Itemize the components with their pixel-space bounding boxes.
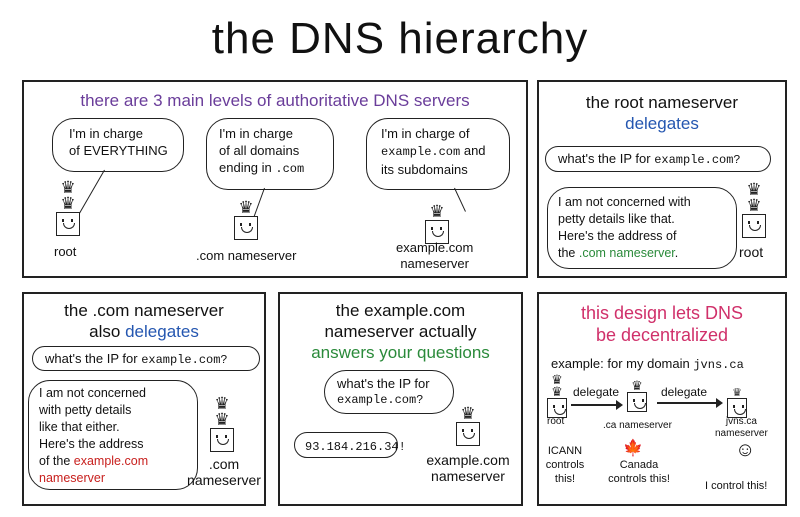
- label-root: root: [547, 416, 565, 427]
- label-root: root: [54, 244, 77, 259]
- root-server-character: ♛♛: [56, 178, 80, 236]
- smiley-face-icon: [425, 220, 449, 244]
- speech-bubble-example: I'm in charge of example.com and its sub…: [366, 118, 510, 190]
- panel-heading: the root nameserver delegates: [585, 93, 739, 133]
- arrow-label-delegate: delegate: [573, 385, 620, 399]
- smiley-face-icon: [627, 392, 647, 412]
- smiley-face-icon: [56, 212, 80, 236]
- label-example-nameserver: example.com nameserver: [396, 240, 474, 271]
- label-com-nameserver: .com nameserver: [187, 456, 261, 488]
- delegate-arrow: [657, 398, 723, 407]
- speech-bubble-com: I'm in charge of all domains ending in .…: [206, 118, 334, 190]
- crown-icon: ♛: [732, 387, 742, 399]
- smiley-face-icon: [727, 398, 747, 418]
- icann-controls-label: ICANN controls this!: [545, 445, 585, 485]
- panel-levels: there are 3 main levels of authoritative…: [22, 80, 528, 278]
- com-server-character: ♛♛: [210, 394, 234, 452]
- panel-heading: this design lets DNS be decentralized: [580, 303, 744, 345]
- panel-heading: the .com nameserver also delegates: [64, 301, 224, 341]
- panel-example-answers: the example.com nameserver actually answ…: [278, 292, 523, 506]
- crown-icon: ♛: [429, 202, 445, 221]
- crown-icon: ♛: [460, 404, 476, 423]
- i-control-label: I control this!: [705, 480, 768, 492]
- crown-icon: ♛: [631, 378, 643, 393]
- page-title: the DNS hierarchy: [211, 14, 589, 63]
- ca-server-character: ♛: [627, 378, 647, 412]
- canada-controls-label: Canada controls this!: [608, 459, 670, 485]
- example-caption: example: for my domain jvns.ca: [551, 356, 744, 372]
- label-root: root: [739, 244, 764, 260]
- smiley-face-icon: [742, 214, 766, 238]
- crown-icon: ♛♛: [60, 178, 76, 213]
- com-server-character: ♛: [234, 198, 258, 240]
- answer-bubble: 93.184.216.34!: [294, 432, 406, 458]
- question-bubble: what's the IP for example.com?: [324, 370, 454, 414]
- smiley-face-icon: [456, 422, 480, 446]
- crown-icon: ♛♛: [214, 394, 230, 429]
- maple-leaf-icon: 🍁: [623, 440, 643, 457]
- crown-icon: ♛: [238, 198, 254, 217]
- root-server-character: ♛♛: [742, 180, 766, 238]
- question-bubble: what's the IP for example.com?: [32, 346, 260, 371]
- delegate-arrow: [571, 400, 623, 409]
- label-example-nameserver: example.com nameserver: [426, 452, 510, 484]
- example-server-character: ♛: [425, 202, 449, 244]
- smiley-face-icon: [547, 398, 567, 418]
- panel-root-delegates: the root nameserver delegates what's the…: [537, 80, 787, 278]
- panel-heading: there are 3 main levels of authoritative…: [80, 91, 470, 110]
- panel-heading: the example.com nameserver actually answ…: [311, 301, 490, 362]
- label-jvns-nameserver: jvns.ca nameserver: [715, 416, 768, 439]
- crown-icon: ♛♛: [551, 372, 563, 399]
- smiley-face-icon: [210, 428, 234, 452]
- arrow-label-delegate: delegate: [661, 385, 708, 399]
- label-com-nameserver: .com nameserver: [196, 248, 297, 263]
- jvns-server-character: ♛: [727, 388, 747, 418]
- panel-com-delegates: the .com nameserver also delegates what'…: [22, 292, 266, 506]
- example-server-character: ♛: [456, 404, 480, 446]
- smiley-face-icon: [234, 216, 258, 240]
- root-server-character: ♛♛: [547, 372, 567, 418]
- reply-bubble: I am not concerned with petty details li…: [28, 380, 198, 490]
- stick-figure-icon: ☺: [735, 439, 756, 461]
- label-ca-nameserver: .ca nameserver: [603, 420, 672, 431]
- panel-decentralized: this design lets DNS be decentralized ex…: [537, 292, 787, 506]
- speech-bubble-root: I'm in charge of EVERYTHING: [52, 118, 184, 172]
- question-bubble: what's the IP for example.com?: [545, 146, 771, 172]
- crown-icon: ♛♛: [746, 180, 762, 215]
- reply-bubble: I am not concerned with petty details li…: [547, 187, 737, 269]
